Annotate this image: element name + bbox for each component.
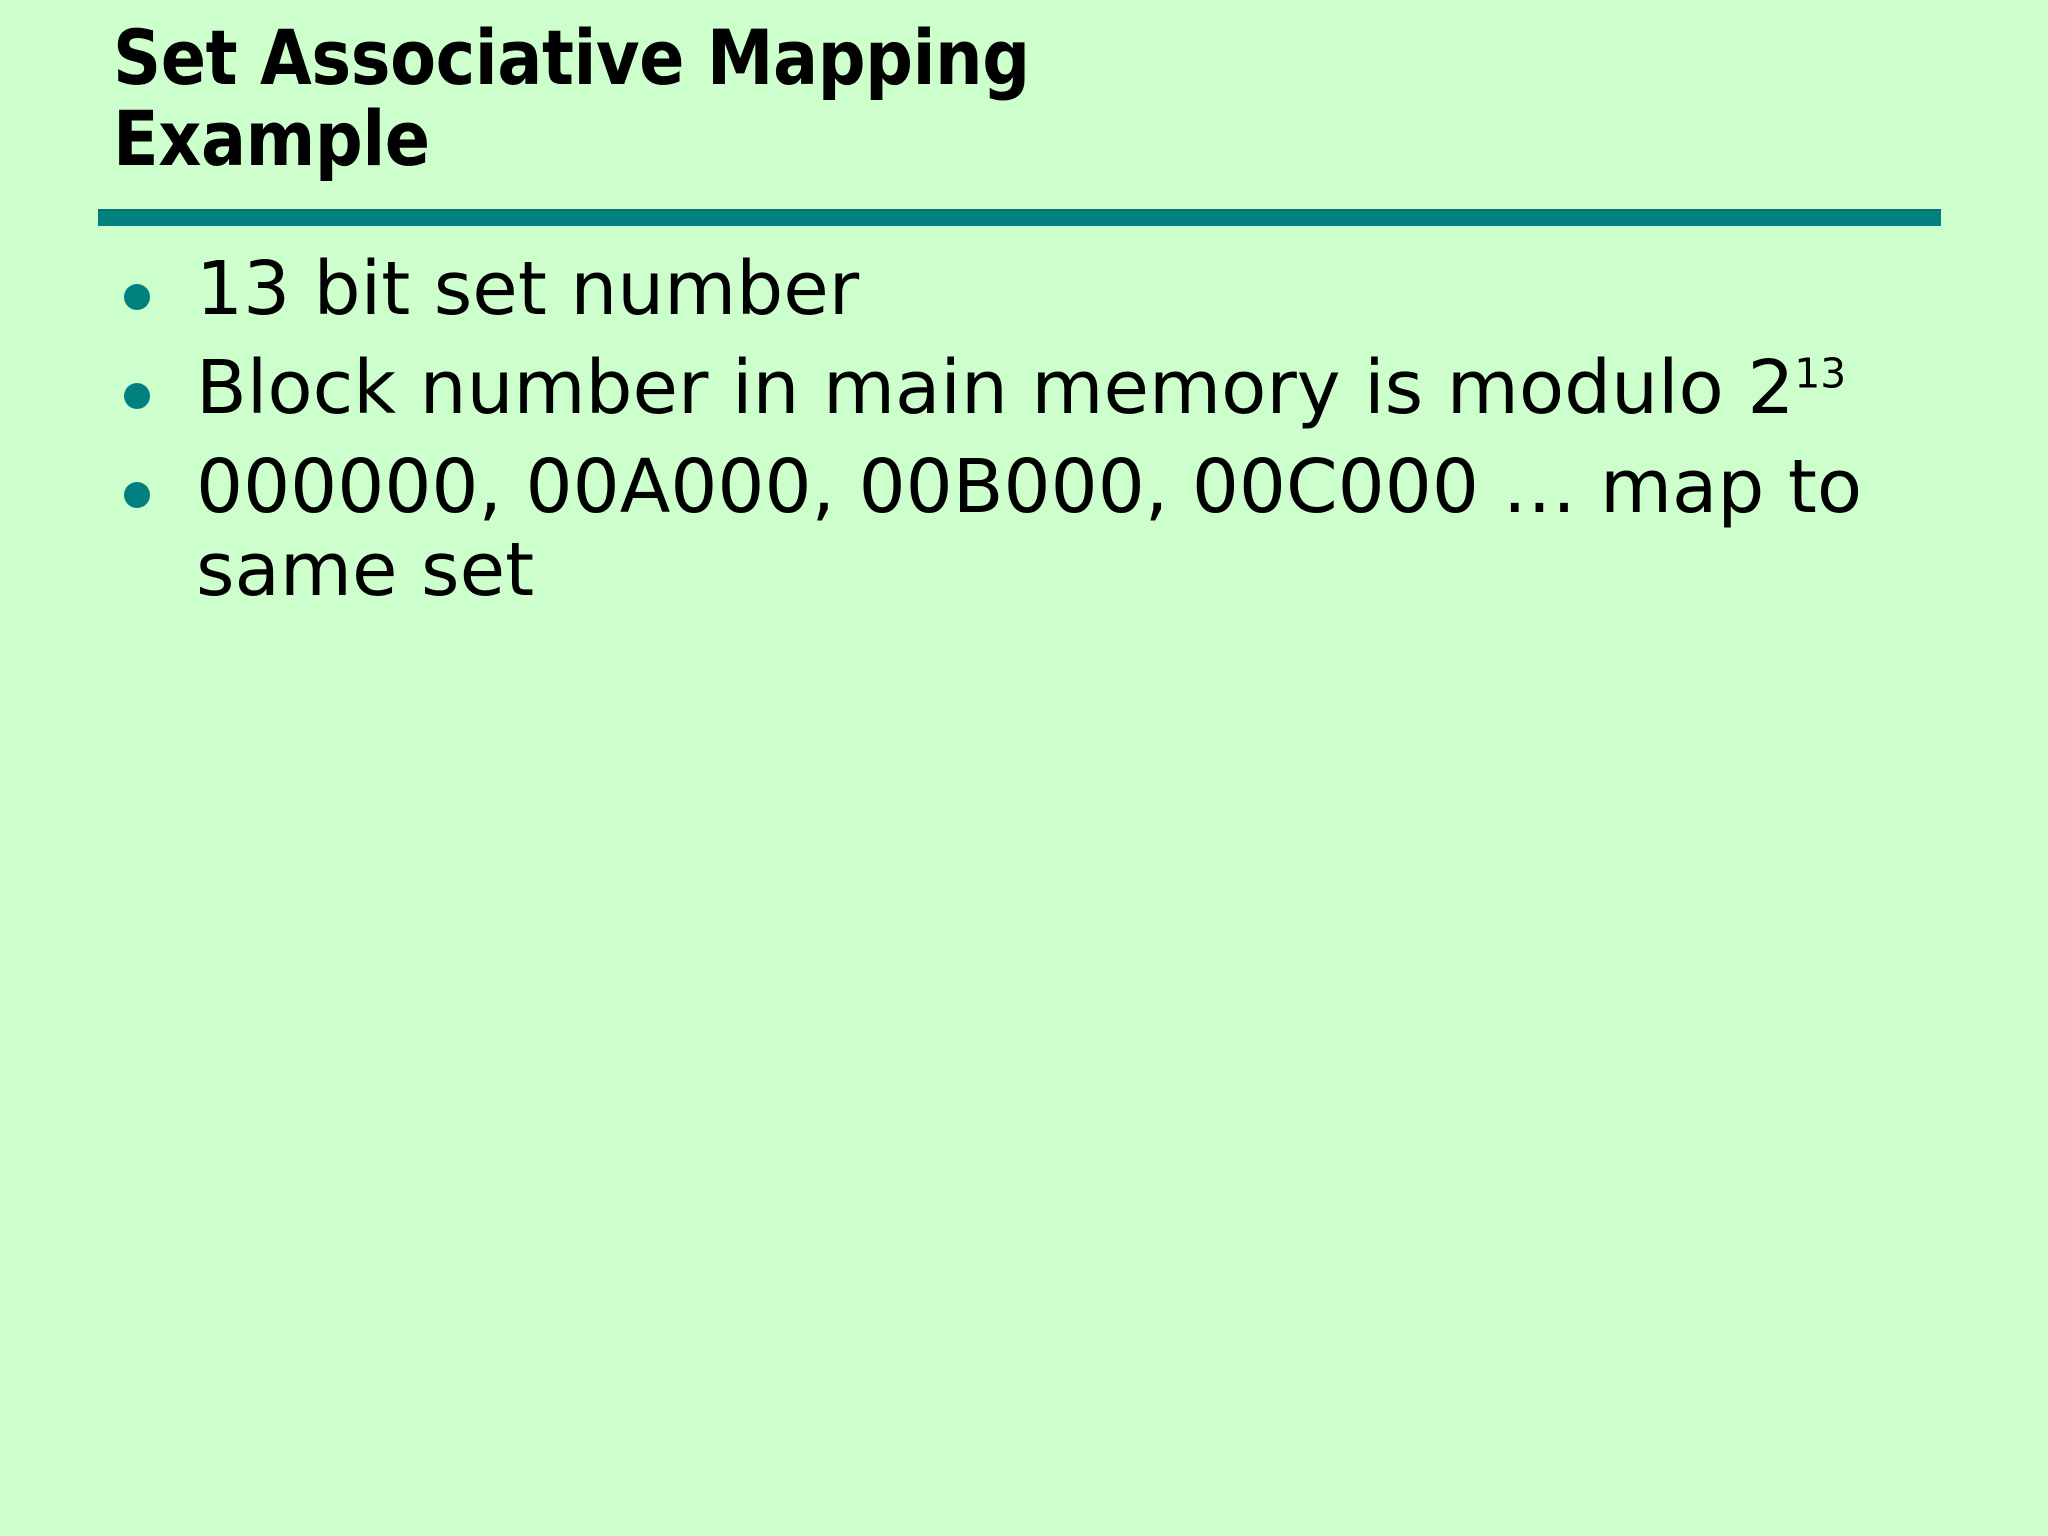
list-item: 000000, 00A000, 00B000, 00C000 … map to … (118, 443, 1908, 613)
list-item: Block number in main memory is modulo 21… (118, 344, 1908, 431)
bullet-text-set-number: 13 bit set number (196, 246, 860, 332)
page-title: Set Associative Mapping Example (113, 13, 1030, 183)
title-divider (98, 209, 1941, 226)
title-block: Set Associative Mapping Example (113, 13, 1973, 183)
list-item: 13 bit set number (118, 248, 1908, 331)
bullet-text-block-number-modulo: Block number in main memory is modulo 2 (196, 344, 1795, 431)
bullet-list: 13 bit set number Block number in main m… (118, 248, 1908, 628)
superscript-exponent: 13 (1794, 349, 1847, 398)
bullet-text-addresses-same-set: 000000, 00A000, 00B000, 00C000 … map to … (196, 443, 1863, 613)
